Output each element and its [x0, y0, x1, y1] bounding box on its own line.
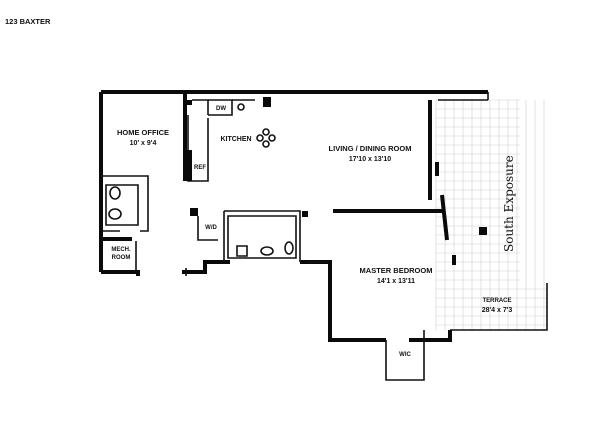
master-bedroom-dims: 14'1 x 13'11 — [377, 278, 415, 285]
terrace-label: TERRACE — [482, 298, 511, 304]
south-exposure-label: South Exposure — [502, 155, 516, 252]
home-office-label: HOME OFFICE — [117, 128, 169, 137]
home-office-dims: 10' x 9'4 — [130, 140, 157, 147]
wic-label: WIC — [399, 352, 411, 358]
address-title: 123 BAXTER — [5, 17, 51, 26]
terrace-tiles — [435, 99, 547, 330]
exterior-walls — [99, 90, 488, 342]
terrace-dims: 28'4 x 7'3 — [482, 307, 513, 314]
interior-walls — [101, 97, 449, 381]
mech-room-label-line2: ROOM — [112, 255, 131, 261]
room-labels: HOME OFFICE 10' x 9'4 KITCHEN DW REF LIV… — [111, 106, 516, 358]
master-bedroom-label: MASTER BEDROOM — [360, 266, 433, 275]
refrigerator-label: REF — [194, 165, 206, 171]
washer-dryer-label: W/D — [205, 225, 217, 231]
mech-room-label-line1: MECH. — [111, 247, 131, 253]
fixtures — [108, 103, 487, 276]
dishwasher-label: DW — [216, 106, 226, 112]
living-dining-dims: 17'10 x 13'10 — [349, 156, 391, 163]
living-dining-label: LIVING / DINING ROOM — [329, 144, 412, 153]
terrace-edge — [438, 92, 548, 331]
kitchen-label: KITCHEN — [220, 136, 251, 143]
